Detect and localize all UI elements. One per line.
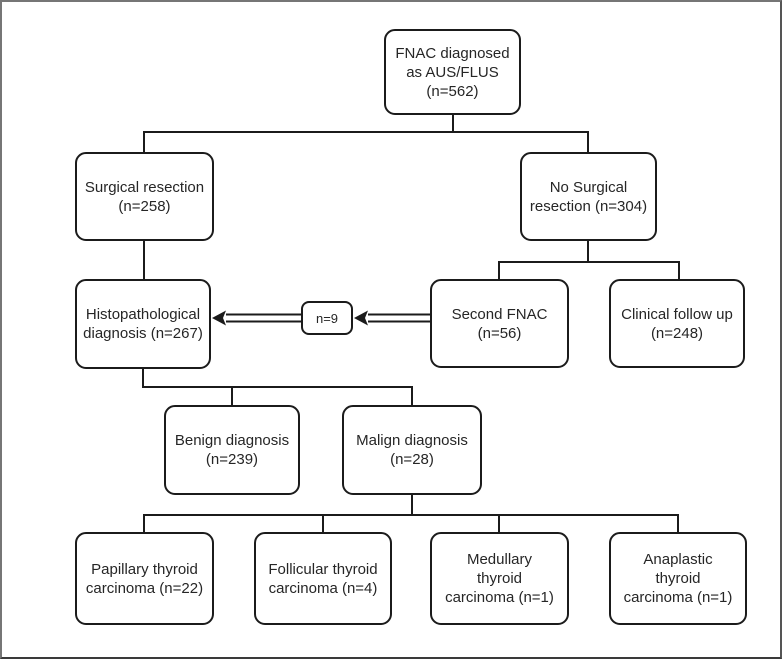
- node-transfer-count-n9-label: n=9: [315, 310, 339, 326]
- node-fnac-aus-flus-label: FNAC diagnosed as AUS/FLUS (n=562): [395, 44, 510, 100]
- node-no-surgical-resection-label: No Surgical resection (n=304): [529, 178, 648, 215]
- node-malign-diagnosis: Malign diagnosis (n=28): [342, 405, 482, 495]
- node-second-fnac-label: Second FNAC (n=56): [451, 305, 548, 342]
- node-clinical-follow-up-label: Clinical follow up (n=248): [621, 305, 733, 342]
- node-benign-diagnosis: Benign diagnosis (n=239): [164, 405, 300, 495]
- node-surgical-resection-label: Surgical resection (n=258): [84, 178, 205, 215]
- node-papillary-thyroid-carcinoma-label: Papillary thyroid carcinoma (n=22): [85, 560, 204, 597]
- node-surgical-resection: Surgical resection (n=258): [75, 152, 214, 241]
- node-no-surgical-resection: No Surgical resection (n=304): [520, 152, 657, 241]
- node-anaplastic-thyroid-carcinoma-label: Anaplastic thyroid carcinoma (n=1): [623, 551, 733, 606]
- node-anaplastic-thyroid-carcinoma: Anaplastic thyroid carcinoma (n=1): [609, 532, 747, 625]
- node-medullary-thyroid-carcinoma-label: Medullary thyroid carcinoma (n=1): [445, 551, 554, 606]
- arrowhead-left-icon: [212, 310, 226, 326]
- node-follicular-thyroid-carcinoma-label: Follicular thyroid carcinoma (n=4): [268, 560, 378, 597]
- node-fnac-aus-flus: FNAC diagnosed as AUS/FLUS (n=562): [384, 29, 521, 115]
- node-clinical-follow-up: Clinical follow up (n=248): [609, 279, 745, 368]
- node-malign-diagnosis-label: Malign diagnosis (n=28): [356, 432, 468, 468]
- node-second-fnac: Second FNAC (n=56): [430, 279, 569, 368]
- node-histopathological-diagnosis: Histopathological diagnosis (n=267): [75, 279, 211, 369]
- tree-connector-group: [142, 114, 680, 532]
- node-follicular-thyroid-carcinoma: Follicular thyroid carcinoma (n=4): [254, 532, 392, 625]
- arrowhead-left-icon: [354, 310, 368, 326]
- node-transfer-count-n9: n=9: [301, 301, 353, 335]
- node-benign-diagnosis-label: Benign diagnosis (n=239): [174, 432, 290, 468]
- node-histopathological-diagnosis-label: Histopathological diagnosis (n=267): [83, 306, 203, 342]
- flow-arrow-second-fnac-to-n9: [354, 310, 430, 326]
- node-medullary-thyroid-carcinoma: Medullary thyroid carcinoma (n=1): [430, 532, 569, 625]
- flow-arrow-n9-to-histopathological: [212, 310, 301, 326]
- node-papillary-thyroid-carcinoma: Papillary thyroid carcinoma (n=22): [75, 532, 214, 625]
